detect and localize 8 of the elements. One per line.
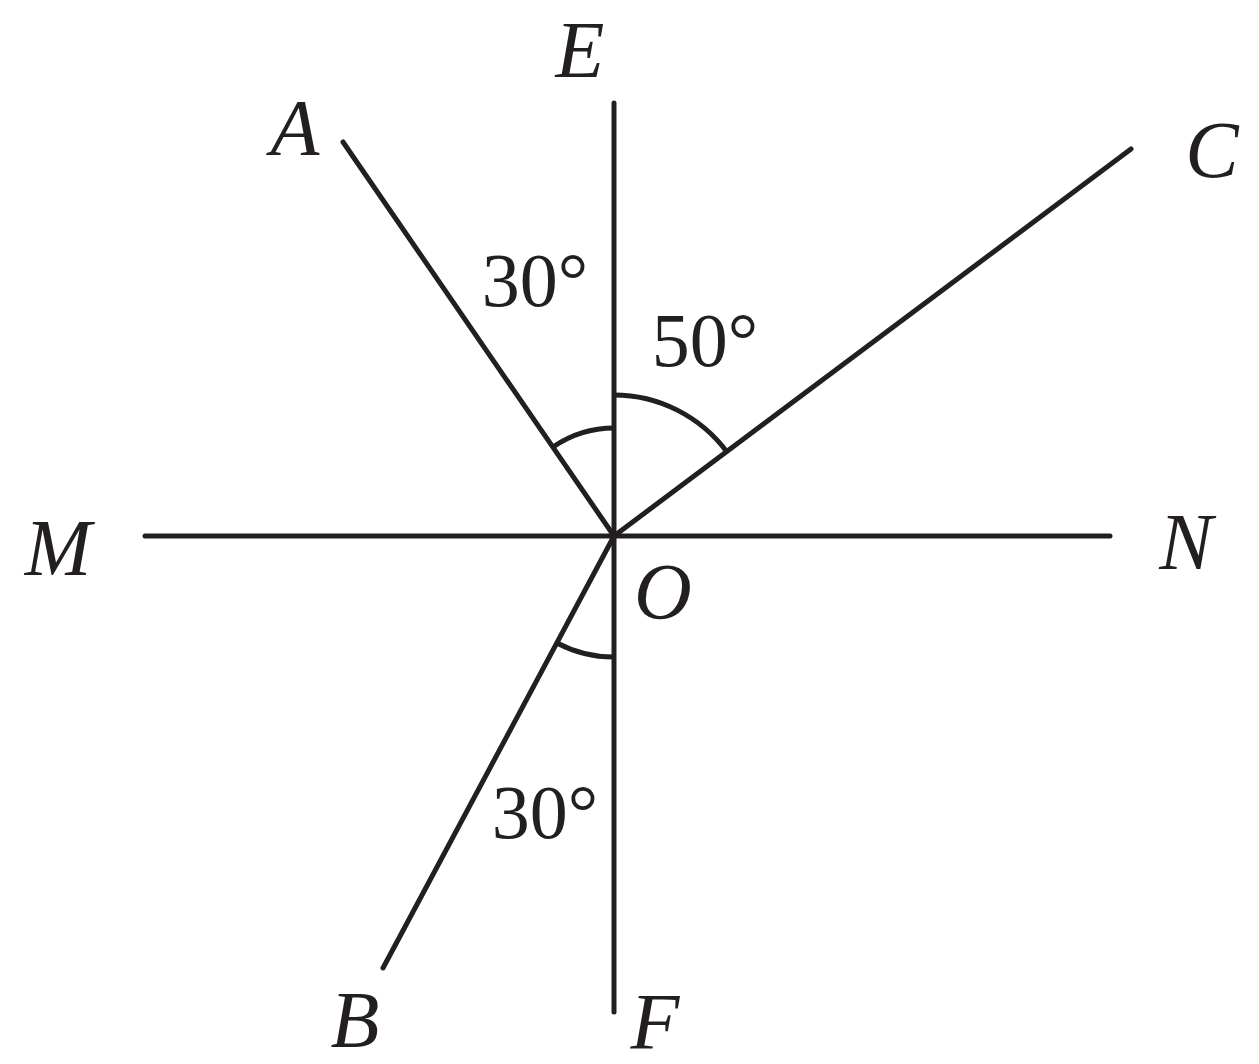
angle-label: 30° [481,242,589,318]
angle-label: 30° [491,774,599,850]
point-label: E [555,10,605,90]
angle-label: 50° [651,302,759,378]
point-label: F [630,982,680,1062]
point-label: O [634,552,692,632]
point-label: B [330,980,380,1060]
point-label: C [1185,110,1239,190]
